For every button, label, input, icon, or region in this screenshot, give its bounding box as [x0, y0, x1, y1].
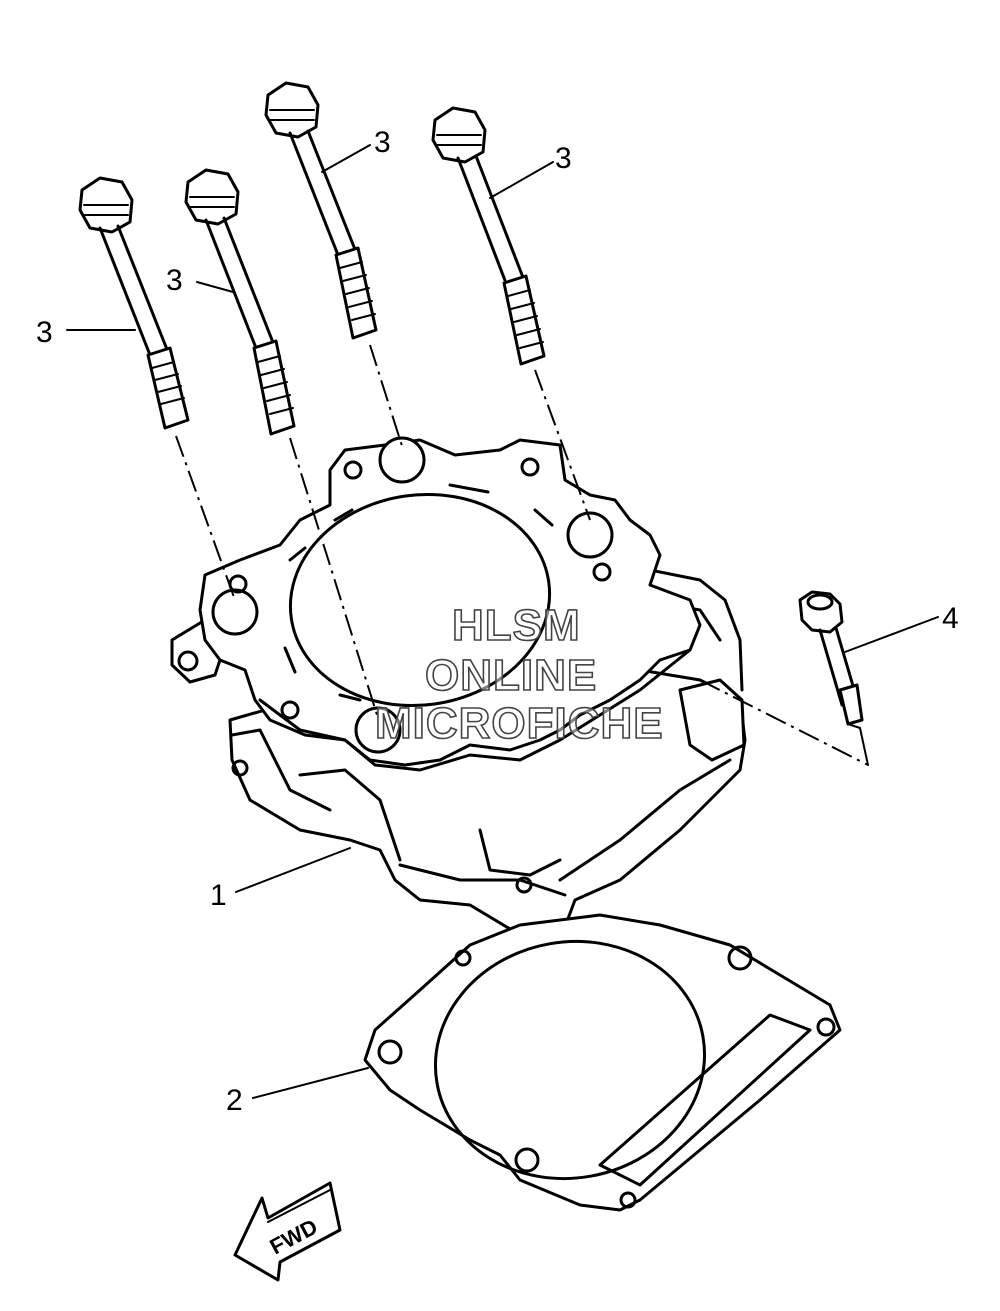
callout-4: 4: [942, 602, 959, 635]
callout-3-mid-left: 3: [166, 264, 183, 297]
callout-2: 2: [226, 1084, 243, 1117]
watermark-line-2: ONLINE: [425, 651, 597, 700]
watermark-line-1: HLSM: [452, 601, 581, 650]
callout-3-mid: 3: [374, 126, 391, 159]
stud-bolt-b[interactable]: [184, 168, 296, 436]
fwd-arrow-icon: FWD: [233, 1181, 342, 1282]
stud-bolt-c[interactable]: [264, 81, 378, 340]
watermark: HLSM ONLINE MICROFICHE: [374, 600, 664, 749]
watermark-line-3: MICROFICHE: [375, 699, 664, 748]
alignment-lines: [175, 344, 869, 766]
bolt-part[interactable]: [798, 590, 864, 726]
stud-bolt-a[interactable]: [78, 176, 190, 430]
callout-3-right: 3: [555, 142, 572, 175]
callout-3-left: 3: [36, 316, 53, 349]
leader-lines: [66, 144, 939, 1099]
callout-1: 1: [210, 879, 227, 912]
cylinder-gasket-part[interactable]: [363, 913, 842, 1212]
stud-bolt-d[interactable]: [431, 106, 546, 366]
cylinder-part[interactable]: [170, 436, 747, 942]
